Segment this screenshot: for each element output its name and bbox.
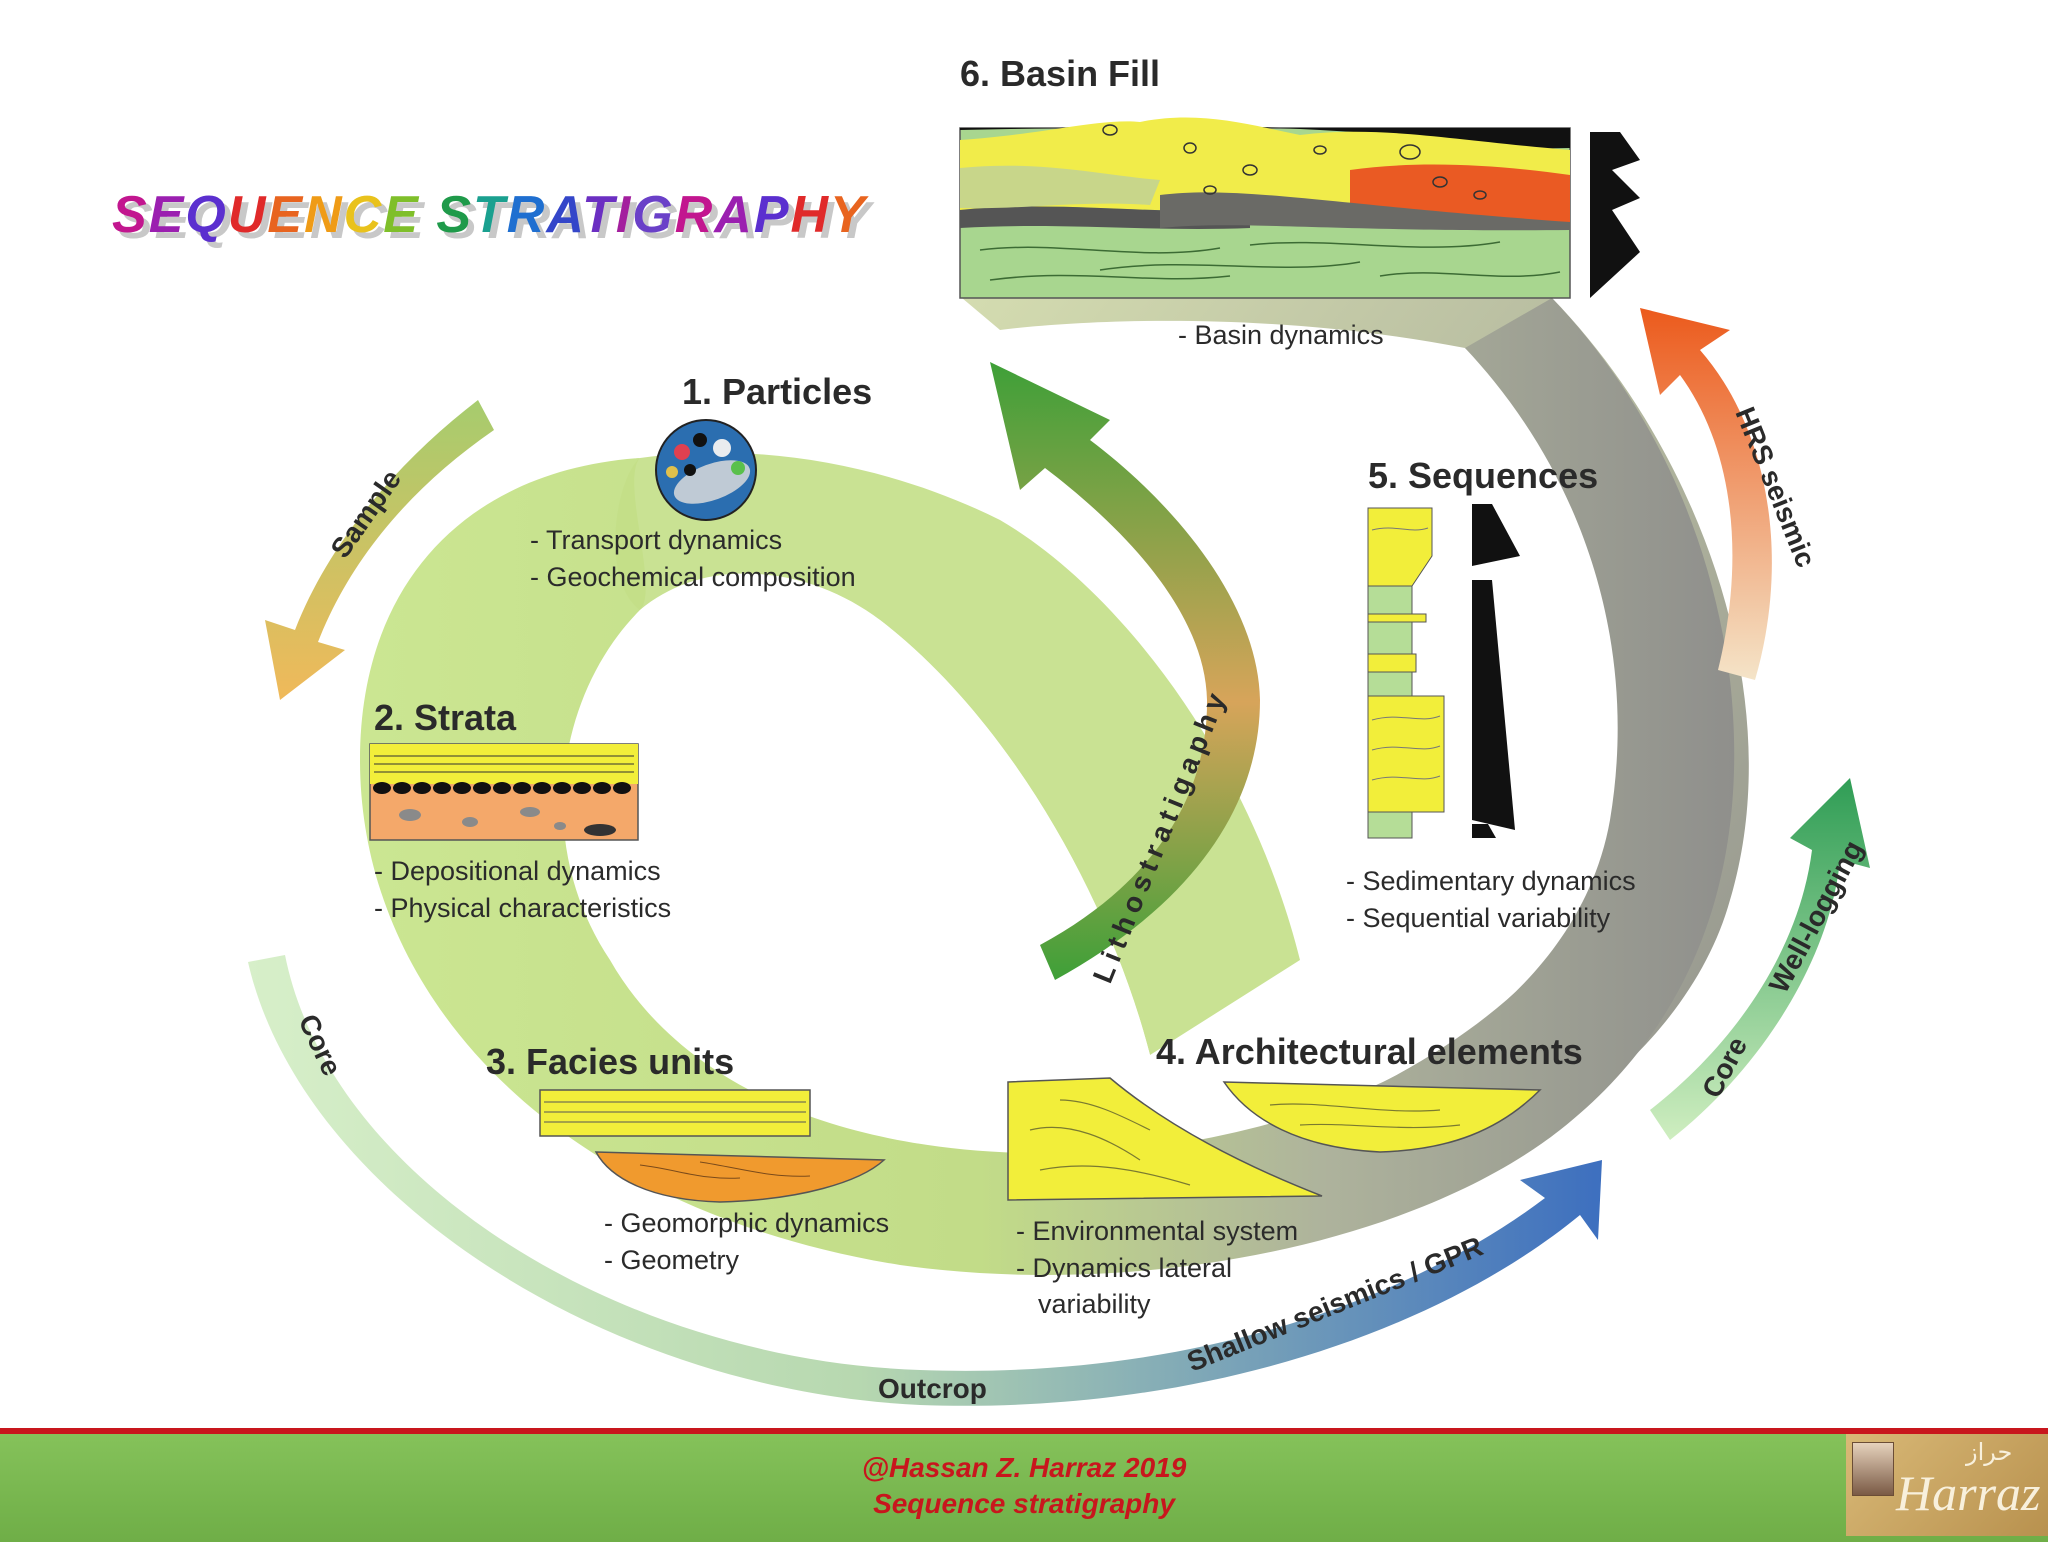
title-letter: A bbox=[712, 186, 754, 244]
facies-heading: 3. Facies units bbox=[486, 1041, 734, 1082]
title-letter: A bbox=[544, 186, 582, 244]
title-letter: Y bbox=[830, 186, 869, 244]
footer-bar: @Hassan Z. Harraz 2019 Sequence stratigr… bbox=[0, 1428, 2048, 1542]
title-letter: P bbox=[754, 186, 791, 244]
title: SEQUENCE STRATIGRAPHY SEQUENCE STRATIGRA… bbox=[112, 186, 875, 250]
strata-bullet-0: - Depositional dynamics bbox=[374, 856, 661, 886]
author-photo bbox=[1852, 1442, 1894, 1496]
title-letter: G bbox=[632, 186, 674, 244]
particles-bullet-1: - Geochemical composition bbox=[530, 562, 856, 592]
title-letter: T bbox=[473, 186, 509, 244]
footer-author: @Hassan Z. Harraz 2019 bbox=[861, 1452, 1187, 1483]
basin-bullet-0: - Basin dynamics bbox=[1178, 320, 1384, 350]
title-letter: U bbox=[228, 186, 268, 244]
logo-script-text: Harraz bbox=[1896, 1465, 2041, 1521]
outcrop-label: Outcrop bbox=[878, 1373, 987, 1404]
inner-hole bbox=[600, 573, 1150, 1076]
title-text: SEQUENCE STRATIGRAPHY bbox=[112, 186, 869, 244]
title-letter: C bbox=[344, 186, 384, 244]
harraz-logo: حراز Harraz bbox=[1846, 1434, 2048, 1536]
particles-bullet-0: - Transport dynamics bbox=[530, 525, 782, 555]
title-letter: E bbox=[149, 186, 186, 244]
strata-illustration bbox=[369, 743, 639, 841]
strata-heading: 2. Strata bbox=[374, 697, 517, 738]
title-letter: I bbox=[616, 186, 632, 244]
architectural-bullet-2: variability bbox=[1038, 1289, 1151, 1319]
logo-arabic-text: حراز bbox=[1966, 1438, 2013, 1466]
facies-illustration bbox=[539, 1089, 886, 1203]
title-letter bbox=[420, 186, 436, 244]
sequences-bullet-1: - Sequential variability bbox=[1346, 903, 1611, 933]
strata-bullet-1: - Physical characteristics bbox=[374, 893, 671, 923]
basin-heading: 6. Basin Fill bbox=[960, 53, 1160, 94]
particles-icon bbox=[655, 419, 757, 521]
title-letter: T bbox=[582, 186, 618, 244]
sequences-illustration bbox=[1367, 504, 1520, 839]
facies-bullet-0: - Geomorphic dynamics bbox=[604, 1208, 889, 1238]
sequences-heading: 5. Sequences bbox=[1368, 455, 1598, 496]
title-letter: Q bbox=[185, 186, 227, 244]
title-letter: S bbox=[436, 186, 473, 244]
architectural-heading: 4. Architectural elements bbox=[1156, 1031, 1583, 1072]
title-letter: E bbox=[267, 186, 304, 244]
spiral-band bbox=[360, 298, 1735, 1275]
title-letter: R bbox=[507, 186, 547, 244]
facies-bullet-1: - Geometry bbox=[604, 1245, 740, 1275]
footer-subject: Sequence stratigraphy bbox=[873, 1488, 1175, 1519]
architectural-illustration bbox=[1007, 1077, 1542, 1201]
title-letter: H bbox=[791, 186, 831, 244]
title-shadow: SEQUENCE STRATIGRAPHY bbox=[118, 192, 875, 250]
title-letter: R bbox=[675, 186, 715, 244]
title-letter: E bbox=[383, 186, 420, 244]
architectural-bullet-1: - Dynamics lateral bbox=[1016, 1253, 1232, 1283]
title-letter: S bbox=[112, 186, 149, 244]
particles-heading: 1. Particles bbox=[682, 371, 872, 412]
basin-fill-illustration bbox=[959, 117, 1640, 299]
architectural-bullet-0: - Environmental system bbox=[1016, 1216, 1298, 1246]
sequences-bullet-0: - Sedimentary dynamics bbox=[1346, 866, 1636, 896]
title-letter: N bbox=[304, 186, 344, 244]
